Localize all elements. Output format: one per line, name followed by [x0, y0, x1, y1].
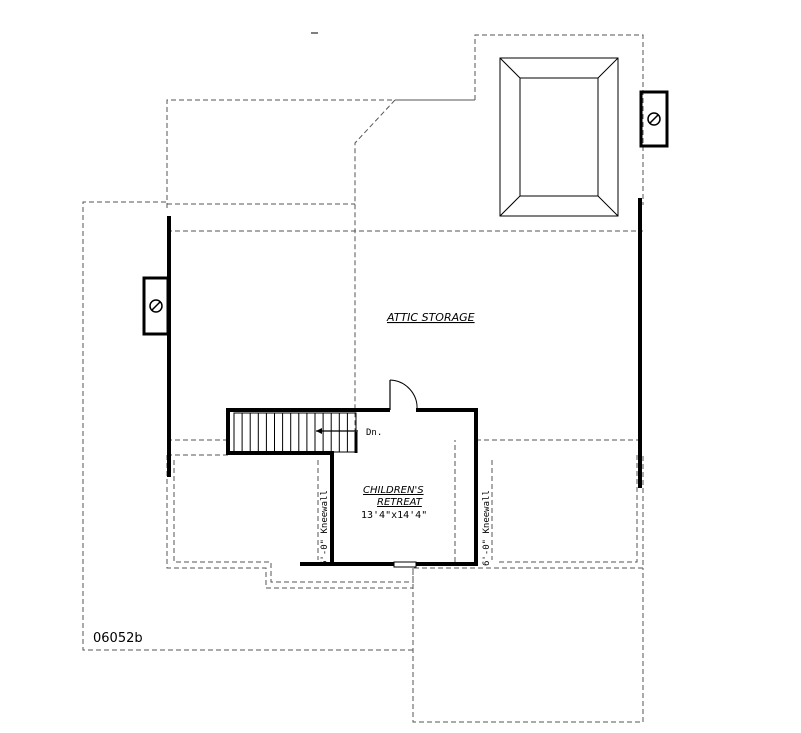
stair-outline	[233, 412, 357, 453]
plan-number: 06052b	[93, 631, 143, 646]
skylight-icon	[499, 57, 619, 217]
stair-arrow-icon	[316, 428, 358, 434]
bottom-opening	[393, 561, 417, 568]
stair-label: Dn.	[366, 428, 382, 438]
walls	[167, 198, 642, 566]
room-label-attic: ATTIC STORAGE	[386, 311, 475, 324]
stairs	[233, 412, 357, 453]
kneewall-label-left: 6'-0" Kneewall	[320, 490, 330, 566]
kneewall-label-right: 6'-0" Kneewall	[482, 490, 492, 566]
room-dimensions-retreat: 13'4"x14'4"	[361, 510, 427, 521]
room-label-retreat-line1: CHILDREN'S	[363, 485, 424, 496]
chimney-icon	[142, 276, 170, 336]
door-swing-icon	[389, 379, 418, 411]
chimney-icon	[639, 90, 669, 148]
room-label-retreat-line2: RETREAT	[377, 497, 423, 508]
roof-outline	[82, 34, 644, 723]
